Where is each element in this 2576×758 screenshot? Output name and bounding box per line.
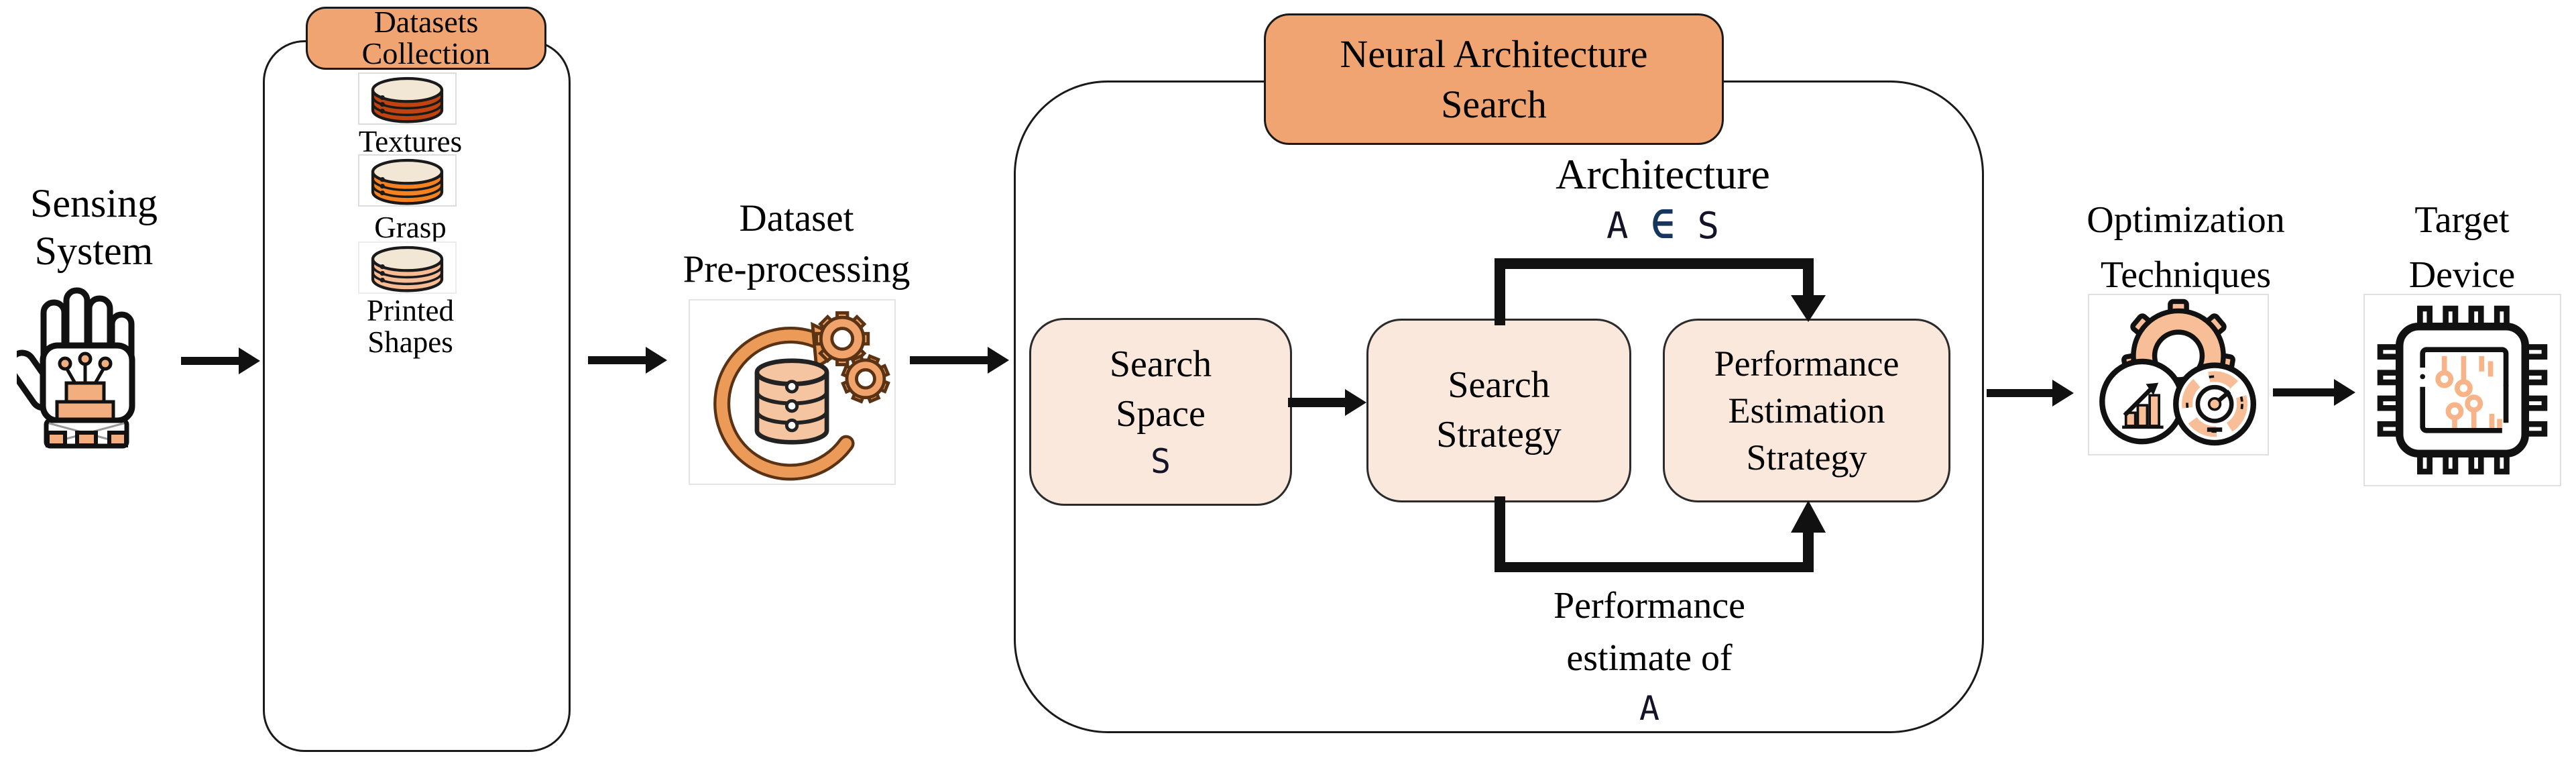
textures-label: Textures — [358, 125, 463, 158]
architecture-annotation: Architecture A ∈ S — [1529, 150, 1797, 248]
search-space-line2: Space — [1116, 393, 1206, 435]
printed-label-line2: Shapes — [367, 325, 453, 360]
optimization-label-line1: Optimization — [2087, 199, 2285, 241]
datasets-header-line2: Collection — [361, 36, 491, 70]
preprocessing-label: Dataset Pre-processing — [662, 193, 931, 295]
search-strategy-line1: Search — [1448, 364, 1550, 407]
architecture-symbol-s: S — [1697, 205, 1719, 247]
perf-estimation-line2: Estimation — [1728, 390, 1885, 431]
nas-header-line1: Neural Architecture — [1340, 32, 1648, 76]
flow-arrow-sensing-to-datasets — [181, 347, 260, 374]
preprocessing-label-line1: Dataset — [739, 197, 854, 239]
search-space-box: Search Space S — [1029, 318, 1292, 506]
nas-header: Neural Architecture Search — [1264, 13, 1724, 145]
feedback-arrow-top — [1495, 258, 1826, 325]
gear-icon — [814, 311, 890, 404]
target-device-label: Target Device — [2328, 193, 2576, 303]
flow-arrow-nas-to-optimization — [1987, 380, 2074, 407]
perf-estimation-line1: Performance — [1714, 343, 1899, 384]
datasets-header-line1: Datasets — [373, 5, 479, 40]
perf-estimation-line3: Strategy — [1746, 437, 1867, 478]
sensing-system-label: Sensing System — [0, 180, 188, 275]
grasp-database-icon — [358, 154, 457, 207]
textures-database-icon — [358, 72, 457, 125]
search-space-symbol: S — [1150, 441, 1171, 481]
search-space-line1: Search — [1109, 343, 1212, 386]
flow-arrow-space-to-strategy — [1288, 389, 1366, 416]
optimization-label-line2: Techniques — [2100, 254, 2272, 296]
flow-arrow-optimization-to-target — [2273, 379, 2355, 406]
architecture-symbol-a: A — [1606, 205, 1629, 247]
chip-icon — [2363, 294, 2561, 486]
printed-shapes-database-icon — [358, 241, 457, 294]
target-label-line1: Target — [2414, 199, 2510, 241]
architecture-title: Architecture — [1556, 150, 1770, 198]
growth-chart-icon — [2099, 358, 2185, 445]
perf-estimate-symbol-a: A — [1639, 688, 1660, 728]
sensing-label-line2: System — [34, 228, 154, 273]
sensor-glove-icon — [17, 287, 135, 449]
optimization-icon — [2088, 294, 2269, 455]
element-of-symbol: ∈ — [1651, 202, 1675, 248]
gauge-icon — [2173, 362, 2257, 446]
search-strategy-box: Search Strategy — [1366, 319, 1631, 502]
sensing-label-line1: Sensing — [30, 181, 158, 225]
perf-estimate-line1: Performance — [1553, 585, 1746, 627]
preprocessing-icon — [689, 299, 896, 485]
performance-estimate-annotation: Performance estimate of A — [1515, 580, 1783, 732]
feedback-arrow-bottom — [1495, 496, 1826, 572]
performance-estimation-box: Performance Estimation Strategy — [1663, 319, 1950, 502]
printed-shapes-label: Printed Shapes — [310, 294, 511, 360]
printed-label-line1: Printed — [367, 294, 454, 327]
search-strategy-line2: Strategy — [1436, 414, 1562, 455]
preprocessing-label-line2: Pre-processing — [683, 248, 911, 290]
datasets-collection-header: Datasets Collection — [306, 5, 546, 70]
optimization-label: Optimization Techniques — [2052, 193, 2320, 303]
flow-arrow-preprocessing-to-nas — [910, 347, 1009, 374]
nas-header-line2: Search — [1441, 83, 1547, 126]
grasp-label: Grasp — [374, 211, 447, 244]
target-label-line2: Device — [2408, 254, 2516, 296]
flow-arrow-datasets-to-preprocessing — [588, 347, 667, 374]
perf-estimate-line2: estimate of — [1566, 637, 1733, 680]
